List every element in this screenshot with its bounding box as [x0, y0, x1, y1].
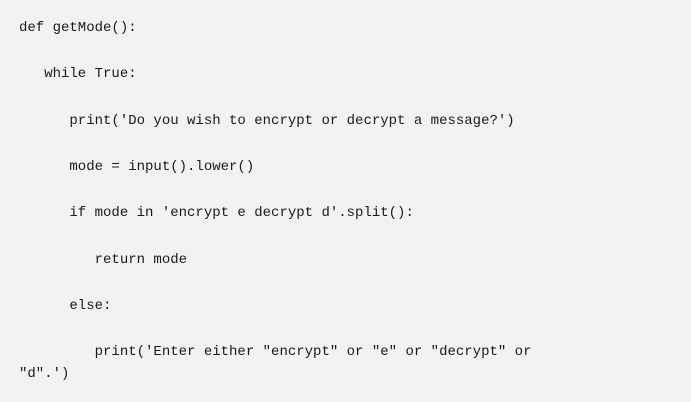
code-line: return mode: [19, 252, 188, 268]
code-line: def getMode():: [19, 20, 137, 36]
code-line: mode = input().lower(): [19, 159, 255, 175]
code-line: if mode in 'encrypt e decrypt d'.split()…: [19, 205, 414, 221]
code-line: else:: [19, 298, 112, 314]
code-line: while True:: [19, 66, 137, 82]
code-line: print('Enter either "encrypt" or "e" or …: [19, 344, 532, 360]
code-line: "d".'): [19, 366, 70, 382]
code-line: print('Do you wish to encrypt or decrypt…: [19, 113, 515, 129]
